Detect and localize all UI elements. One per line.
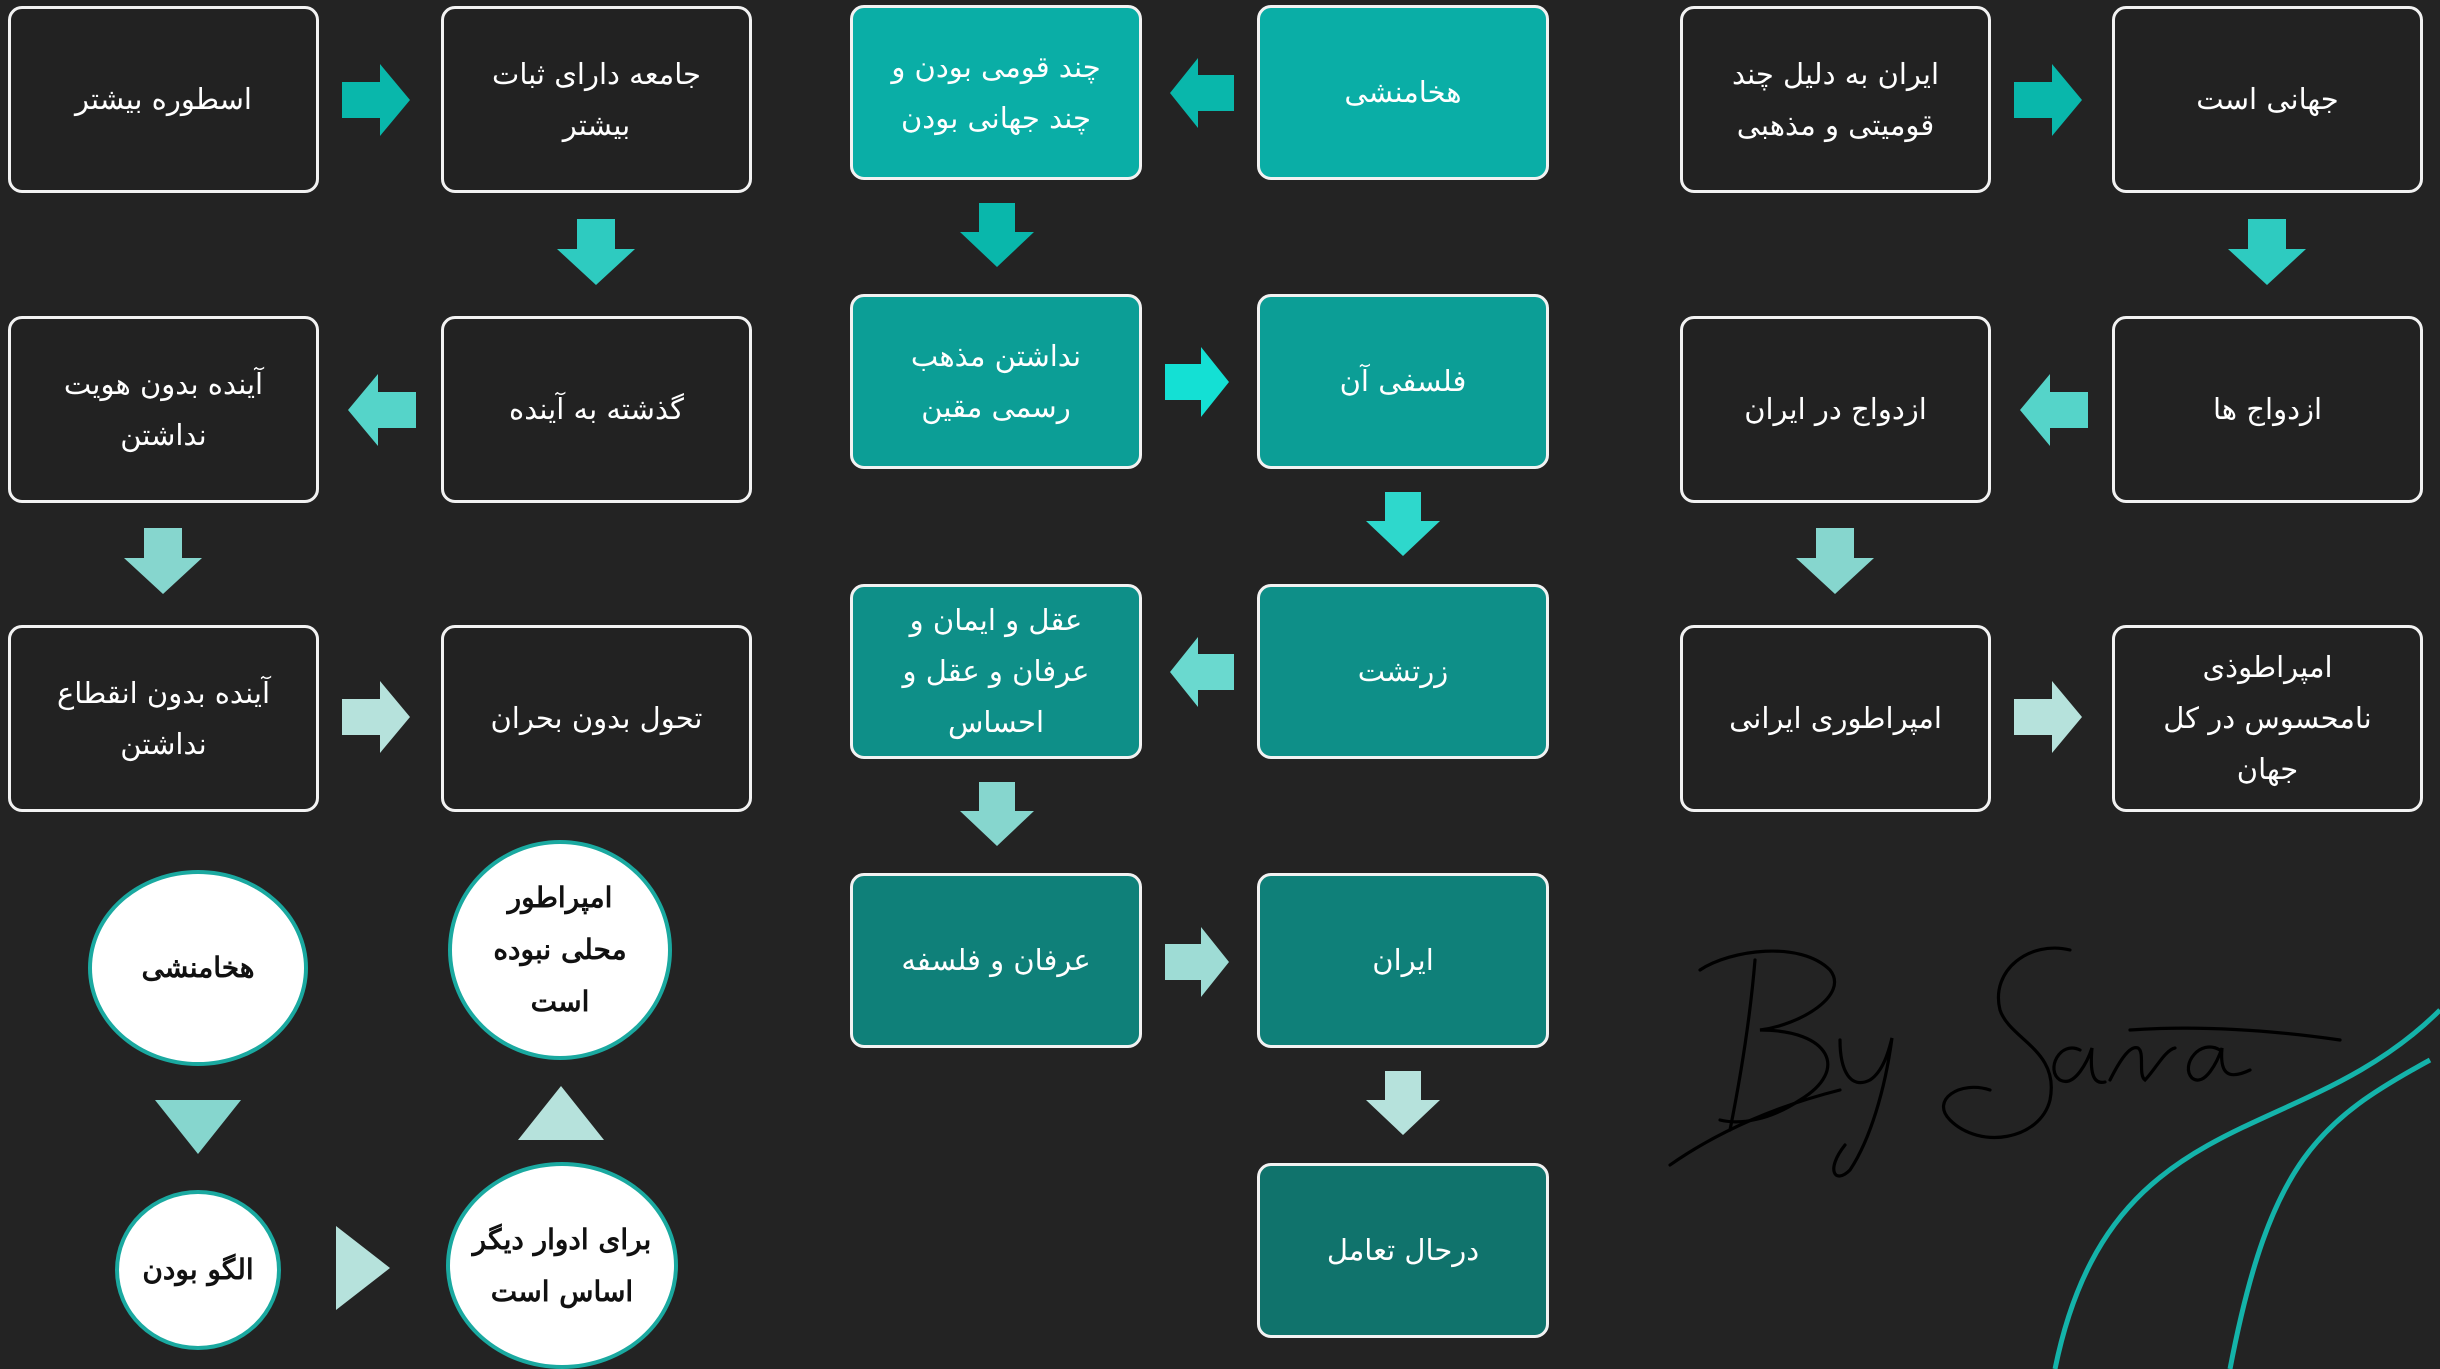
triangle-right-icon	[336, 1226, 390, 1310]
left-box-past-to-future: گذشته به آینده	[441, 316, 752, 503]
arrow-left-icon	[348, 374, 416, 446]
arrow-left-icon	[1170, 637, 1234, 707]
right-box-marriage-in-iran: ازدواج در ایران	[1680, 316, 1991, 503]
arrow-down-icon	[557, 219, 635, 285]
signature-by-sana	[1668, 946, 2342, 1178]
right-box-intangible-empire: امپراطوذی نامحسوس در کل جهان	[2112, 625, 2423, 812]
arrow-right-icon	[1165, 347, 1229, 417]
left-box-future-without-break: آینده بدون انقطاع نداشتن	[8, 625, 319, 812]
center-box-reason-faith: عقل و ایمان و عرفان و عقل و احساس	[850, 584, 1142, 759]
arrow-down-icon	[124, 528, 202, 594]
arrow-down-icon	[1366, 1071, 1440, 1135]
center-box-zoroaster: زرتشت	[1257, 584, 1549, 759]
cycle-circle-model: الگو بودن	[115, 1190, 281, 1350]
arrow-right-icon	[1165, 927, 1229, 997]
cycle-circle-achaemenid: هخامنشی	[88, 870, 308, 1066]
arrow-right-icon	[2014, 681, 2082, 753]
arrow-down-icon	[2228, 219, 2306, 285]
arrow-left-icon	[2020, 374, 2088, 446]
cycle-circle-not-local-emperor: امپراطور محلی نبوده است	[448, 840, 672, 1060]
arrow-down-icon	[1796, 528, 1874, 594]
arrow-right-icon	[342, 681, 410, 753]
right-box-iranian-empire: امپراطوری ایرانی	[1680, 625, 1991, 812]
center-box-no-official-religion: نداشتن مذهب رسمی مقین	[850, 294, 1142, 469]
arrow-down-icon	[960, 203, 1034, 267]
left-box-future-without-identity: آینده بدون هویت نداشتن	[8, 316, 319, 503]
center-box-interacting: درحال تعامل	[1257, 1163, 1549, 1338]
center-box-iran: ایران	[1257, 873, 1549, 1048]
arrow-down-icon	[1366, 492, 1440, 556]
center-box-multi-ethnic: چند قومی بودن و چند جهانی بودن	[850, 5, 1142, 180]
center-box-mysticism-philosophy: عرفان و فلسفه	[850, 873, 1142, 1048]
arrow-left-icon	[1170, 58, 1234, 128]
center-box-achaemenid: هخامنشی	[1257, 5, 1549, 180]
triangle-up-icon	[518, 1086, 604, 1140]
triangle-down-icon	[155, 1100, 241, 1154]
left-box-change-without-crisis: تحول بدون بحران	[441, 625, 752, 812]
arrow-right-icon	[342, 64, 410, 136]
left-box-stable-society: جامعه دارای ثبات بیشتر	[441, 6, 752, 193]
right-box-marriages: ازدواج ها	[2112, 316, 2423, 503]
right-box-multi-ethnic-iran: ایران به دلیل چند قومیتی و مذهبی	[1680, 6, 1991, 193]
right-box-global: جهانی است	[2112, 6, 2423, 193]
left-box-myth: اسطوره بیشتر	[8, 6, 319, 193]
cycle-circle-basis-for-eras: برای ادوار دیگر اساس است	[446, 1162, 678, 1369]
arrow-right-icon	[2014, 64, 2082, 136]
arrow-down-icon	[960, 782, 1034, 846]
center-box-philosophical: فلسفی آن	[1257, 294, 1549, 469]
